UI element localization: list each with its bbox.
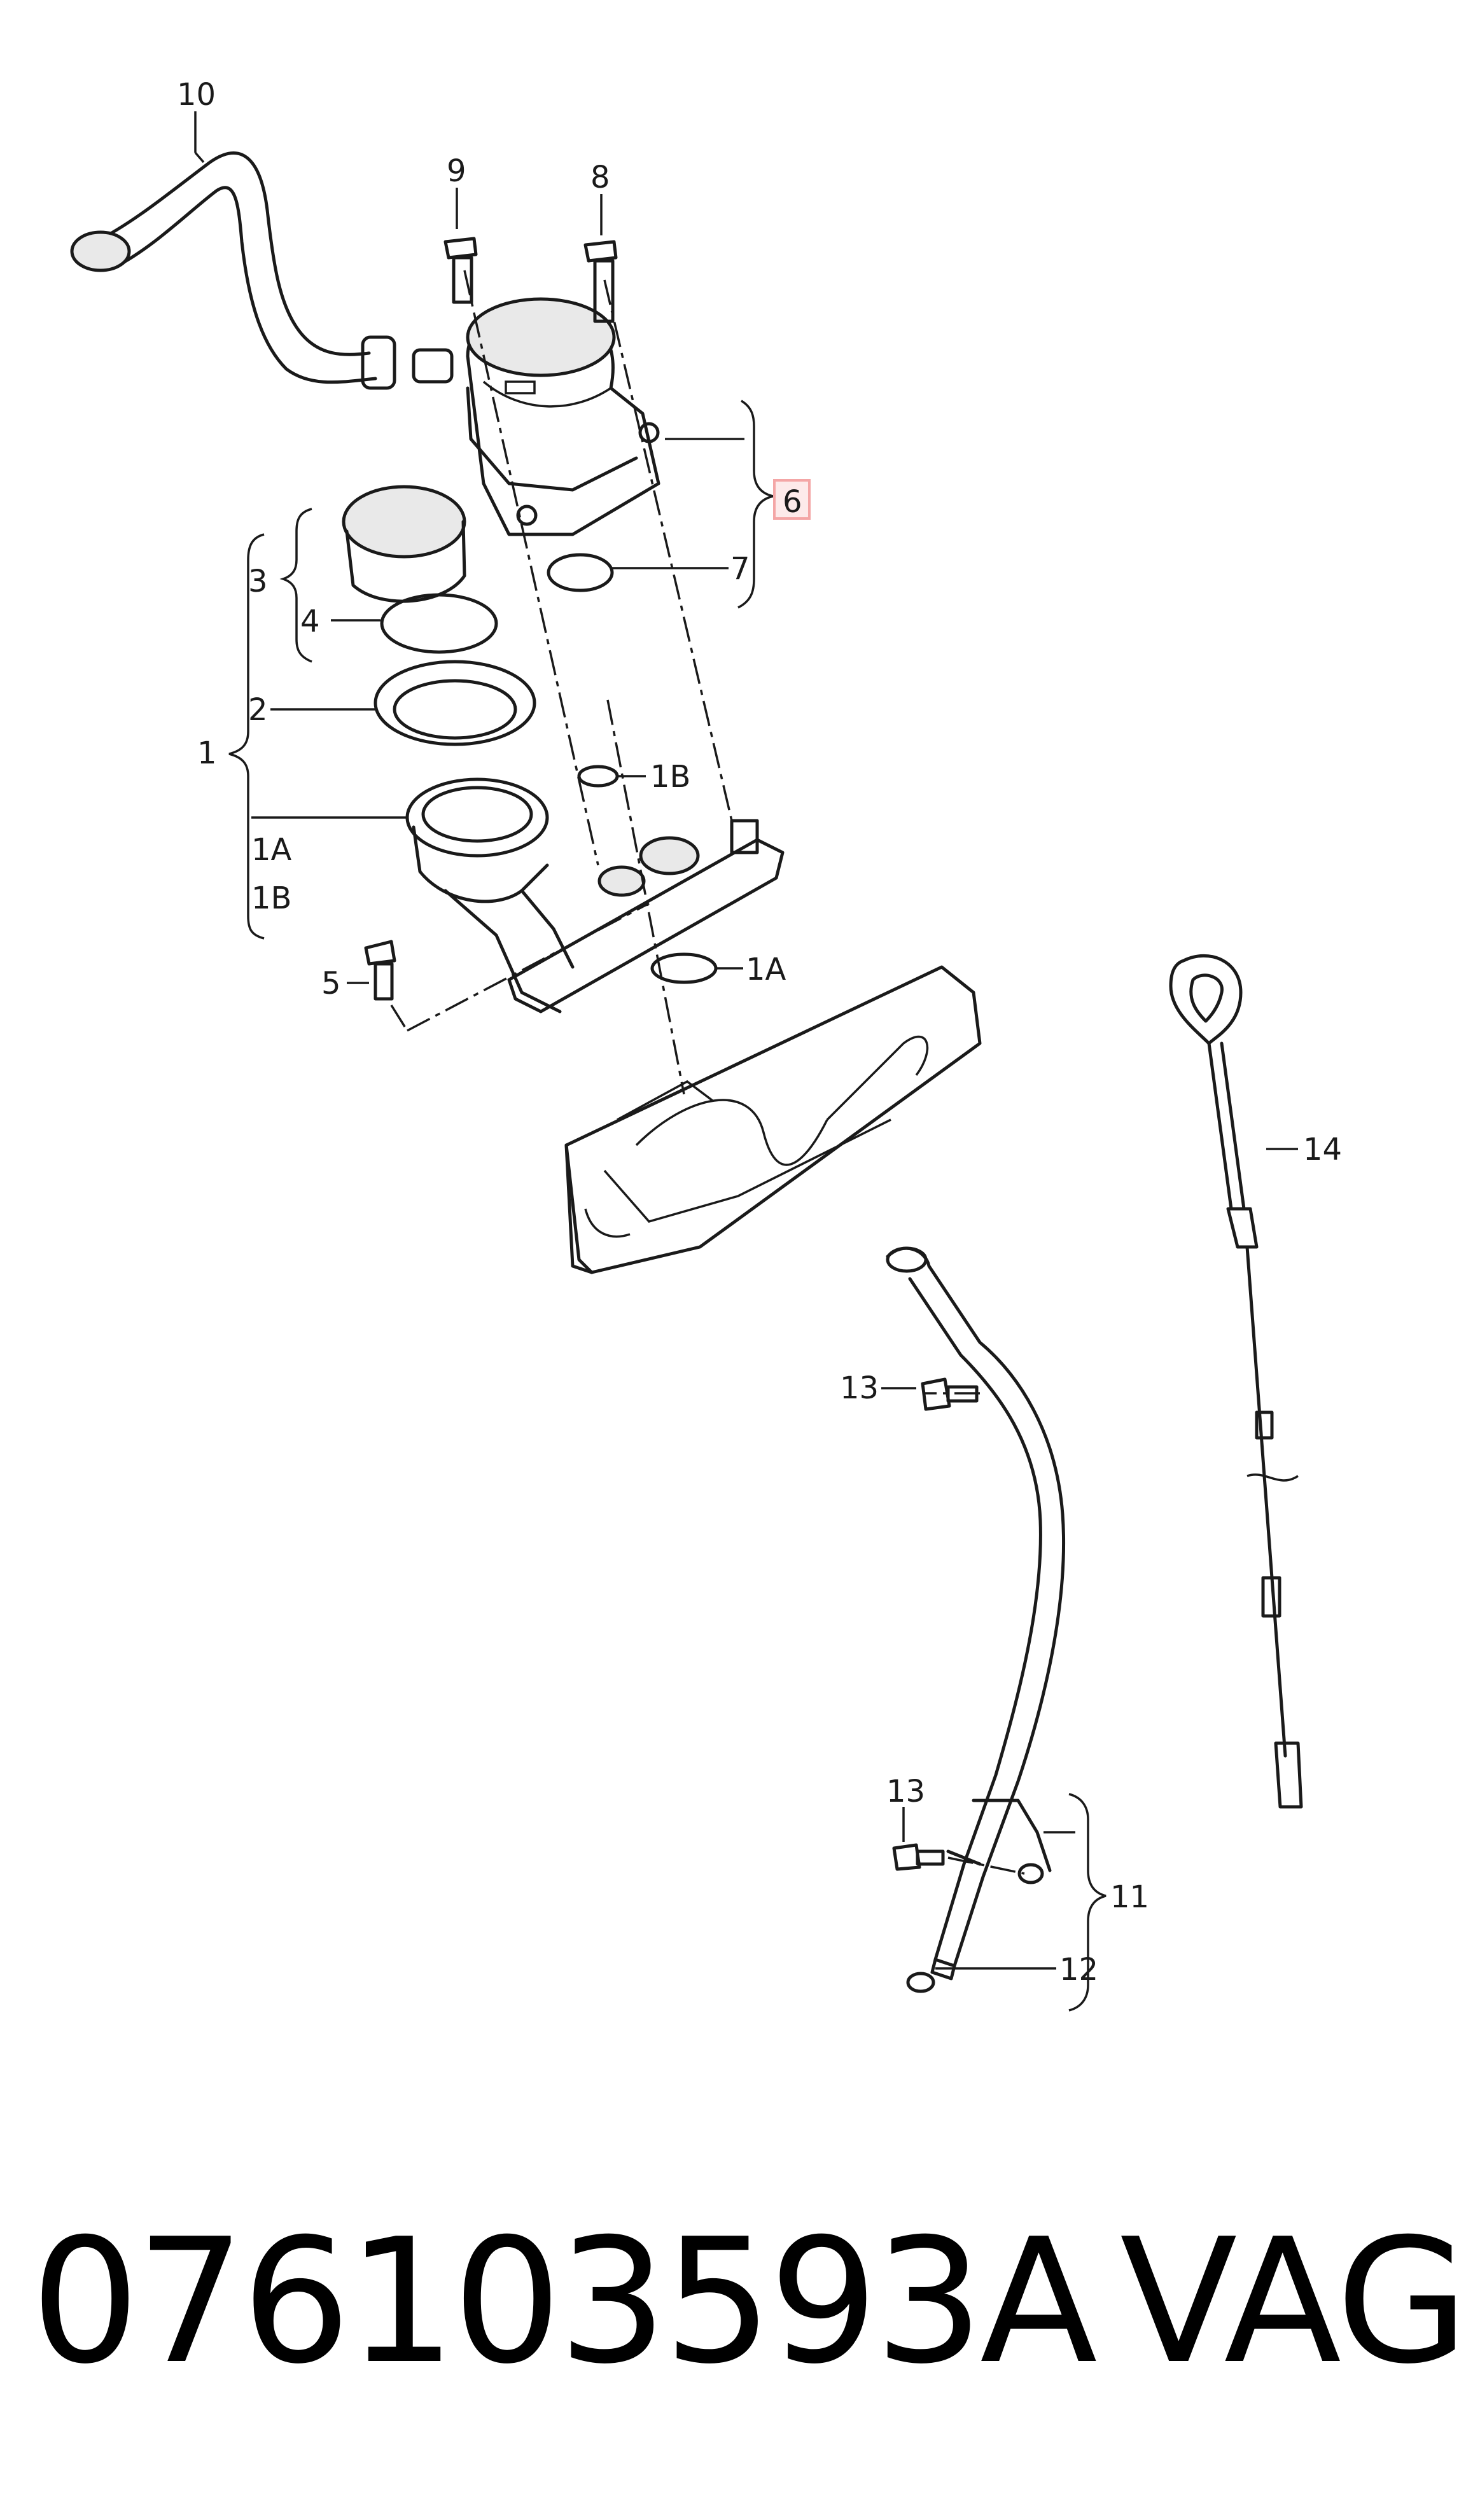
callout-10: 10 — [177, 77, 216, 113]
o-ring-7 — [547, 553, 614, 592]
brand-name: VAG — [1120, 2201, 1469, 2402]
callout-13-upper: 13 — [840, 1370, 879, 1406]
seal-4 — [380, 593, 498, 654]
brace-group-1 — [228, 533, 265, 940]
callout-9: 9 — [447, 153, 466, 189]
bolt-5 — [364, 940, 396, 1001]
callout-1A: 1A — [746, 952, 786, 987]
brace-group-3 — [279, 508, 312, 663]
filler-cap — [342, 485, 466, 603]
callout-8: 8 — [590, 160, 610, 195]
filler-neck — [405, 765, 785, 1013]
o-ring-12 — [906, 1972, 935, 1993]
flange-2 — [373, 660, 536, 746]
highlight-box — [773, 479, 811, 520]
breather-hose — [70, 151, 454, 390]
callout-11: 11 — [1110, 1879, 1149, 1915]
callout-1B-side: 1B — [251, 881, 291, 916]
oil-separator — [466, 297, 660, 536]
callout-7: 7 — [730, 551, 750, 587]
callout-1A-side: 1A — [251, 832, 292, 868]
callout-14: 14 — [1303, 1132, 1342, 1167]
callout-2: 2 — [248, 692, 268, 728]
brace-group-11 — [1068, 1793, 1107, 2012]
callout-1B: 1B — [650, 759, 690, 795]
dipstick — [1169, 954, 1303, 1809]
callout-3: 3 — [248, 564, 268, 599]
guide-tube — [886, 1246, 1066, 1980]
callout-6: 6 — [783, 484, 802, 520]
callout-13-lower: 13 — [886, 1774, 925, 1809]
bolt-8 — [583, 240, 618, 323]
bolt-13-lower — [892, 1843, 945, 1871]
alignment-lines — [390, 270, 1025, 1875]
callout-1: 1 — [197, 735, 217, 771]
callout-5: 5 — [321, 966, 341, 1001]
leader-lines — [194, 111, 1298, 1970]
part-number: 076103593A — [31, 2201, 1098, 2402]
bolt-9 — [443, 237, 478, 304]
cylinder-head-cover — [564, 965, 982, 1274]
callout-4: 4 — [300, 604, 320, 639]
callout-12: 12 — [1059, 1952, 1098, 1987]
